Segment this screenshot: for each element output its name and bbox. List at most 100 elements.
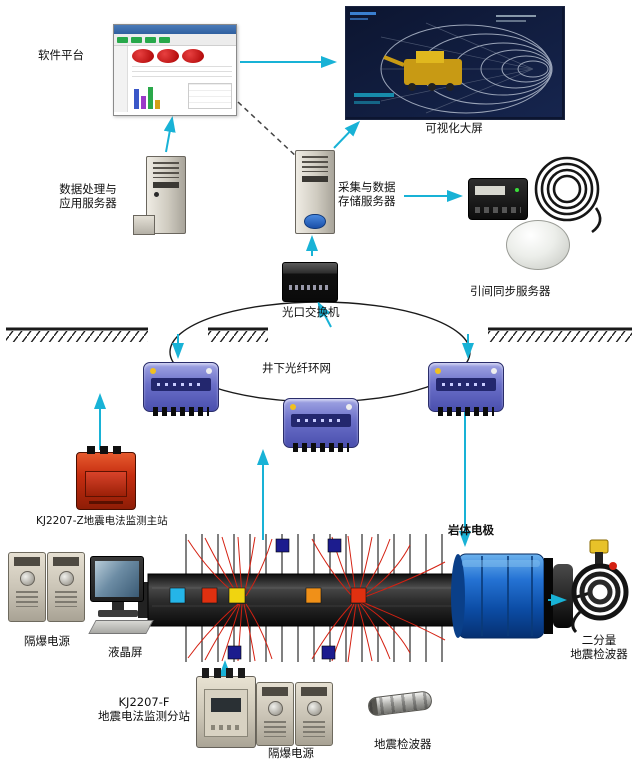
status-led [515, 188, 519, 192]
power-vents [303, 721, 325, 737]
label-line: 地震电法监测分站 [98, 709, 190, 723]
label-geophone: 地震检波器 [374, 737, 432, 751]
server-drive-bay [302, 176, 328, 182]
tunnel-render [346, 7, 562, 117]
terminal-posts [87, 446, 125, 454]
antenna-cable-coil [534, 156, 602, 234]
device-ports [475, 207, 521, 213]
label-lcd-screen: 液晶屏 [108, 645, 143, 659]
front-plate [85, 471, 127, 497]
label-line: 采集与数据 [338, 180, 396, 194]
label-data-app-server: 数据处理与 应用服务器 [50, 182, 126, 210]
borehole-tunnel [138, 573, 461, 627]
label-line: 地震检波器 [570, 647, 628, 661]
visualization-screen [345, 6, 565, 120]
power-knob [267, 701, 283, 716]
device-nameplate [475, 186, 505, 195]
flameproof-power-box [8, 552, 46, 622]
electrode-cylinder [451, 553, 591, 639]
server-vents [153, 162, 179, 178]
gps-antenna-dome [506, 220, 570, 270]
label-line: 应用服务器 [59, 196, 117, 210]
substation-connectors [438, 407, 494, 416]
substation-connectors [153, 407, 209, 416]
software-platform-window [113, 24, 237, 116]
monitor-screen [95, 561, 139, 597]
server-side-unit [133, 215, 155, 235]
indicator-dot [150, 368, 156, 374]
power-vents [264, 721, 286, 737]
label-two-component-geophone: 二分量 地震检波器 [566, 633, 632, 661]
monitor-bezel [90, 556, 144, 602]
window-toolbar [114, 34, 236, 46]
label-software-platform: 软件平台 [38, 48, 84, 62]
data-grid [188, 83, 232, 109]
flameproof-power-box [47, 552, 85, 622]
electric-field-lines [187, 535, 446, 663]
label-line: 数据处理与 [59, 182, 117, 196]
label-line: KJ2207-F [118, 695, 170, 709]
top-connectors [202, 668, 250, 678]
label-flameproof-power-bottom: 隔爆电源 [268, 746, 314, 760]
arrow-ring-to-switch [317, 301, 332, 328]
display-window [211, 698, 241, 712]
database-disk-icon [304, 214, 326, 229]
label-acq-storage-server: 采集与数据 存储服务器 [338, 180, 396, 208]
power-panel [14, 557, 40, 566]
monitoring-substation-middle [283, 398, 359, 452]
indicator-dot [290, 404, 296, 410]
substation-panel [436, 378, 496, 391]
data-rows [132, 66, 232, 80]
vent-slot [89, 501, 123, 504]
flow-arrows [94, 56, 567, 676]
server-power-button [154, 192, 159, 197]
server-drive-bay [153, 182, 179, 188]
lcd-monitor [84, 556, 154, 640]
substation-panel [291, 414, 351, 427]
label-time-sync-server: 引间同步服务器 [470, 284, 551, 298]
label-flameproof-power-left: 隔爆电源 [24, 634, 70, 648]
flameproof-power-box [295, 682, 333, 746]
power-vents [55, 591, 77, 607]
label-main-station: KJ2207-Z地震电法监测主站 [36, 515, 168, 527]
arrow-server-to-platform [163, 116, 176, 153]
power-panel [301, 687, 327, 696]
indicator-dot [206, 368, 212, 374]
dashed-link-platform-storage [237, 101, 299, 159]
monitoring-substation-right [428, 362, 504, 416]
power-knob [306, 701, 322, 716]
label-optical-switch: 光口交换机 [282, 305, 340, 319]
monitor-base [98, 610, 138, 617]
switch-ports [289, 285, 331, 290]
cable-connector-blocks [227, 538, 342, 660]
tunnel-electrode-blocks [169, 587, 367, 604]
optical-switch-box [282, 262, 338, 302]
power-knob [58, 571, 74, 586]
label-line: 二分量 [581, 633, 617, 647]
indicator-dot [346, 404, 352, 410]
power-panel [262, 687, 288, 696]
acquisition-storage-server [295, 150, 335, 234]
substation-panel [151, 378, 211, 391]
power-vents [16, 591, 38, 607]
two-component-geophone-coil [571, 539, 629, 634]
front-panel [204, 689, 248, 737]
keyboard-tray [88, 620, 154, 634]
bar-chart [134, 87, 160, 109]
window-title-bar [114, 25, 236, 34]
indicator-dot [435, 368, 441, 374]
monitor-neck [112, 602, 124, 610]
power-knob [19, 571, 35, 586]
label-rock-electrode: 岩体电极 [448, 523, 494, 537]
indicator-dot [491, 368, 497, 374]
substation-connectors [293, 443, 349, 452]
ground-surface [6, 327, 632, 342]
label-line: 存储服务器 [338, 194, 396, 208]
power-panel [53, 557, 79, 566]
window-content [128, 46, 236, 112]
time-sync-server-unit [468, 178, 528, 220]
panel-buttons [211, 725, 241, 730]
server-vents [302, 156, 328, 172]
data-processing-server [133, 156, 186, 235]
